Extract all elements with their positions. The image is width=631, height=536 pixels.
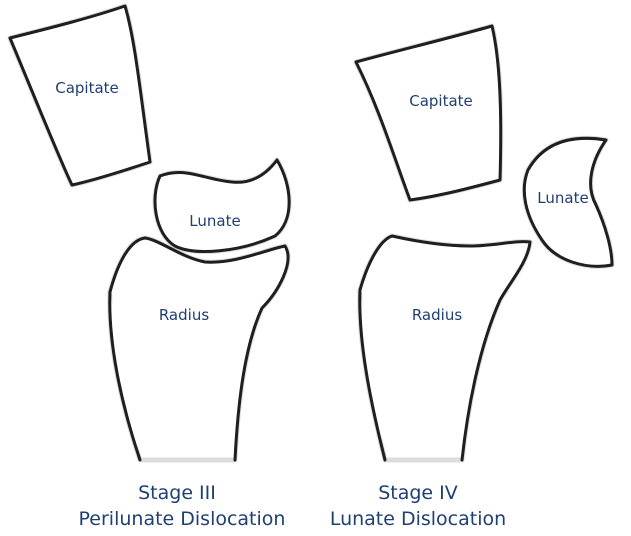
panel-stage-iii: Capitate Lunate Radius Stage III Perilun…: [7, 3, 292, 530]
stage-iii-lunate-label: Lunate: [189, 212, 240, 230]
stage-iii-radius-outline: [108, 236, 290, 462]
stage-iv-lunate-outline: [522, 136, 614, 268]
stage-iv-radius-label: Radius: [412, 306, 462, 324]
panel-stage-iv: Capitate Lunate Radius Stage IV Lunate D…: [330, 23, 615, 530]
stage-iii-radius: Radius: [107, 235, 291, 463]
stage-iv-radius-shaft-left: [358, 288, 387, 462]
stage-iv-radius: Radius: [357, 233, 533, 463]
stage-iv-radius-outline: [358, 234, 532, 462]
stage-iii-caption-subtitle: Perilunate Dislocation: [79, 508, 286, 530]
stage-iii-radius-shaft-left: [108, 290, 142, 462]
stage-iv-lunate-label: Lunate: [537, 189, 588, 207]
stage-iv-capitate-label: Capitate: [409, 92, 473, 110]
stage-iii-lunate: Lunate: [152, 157, 292, 254]
stage-iii-capitate-label: Capitate: [55, 79, 119, 97]
stage-iii-radius-label: Radius: [159, 306, 209, 324]
stage-iv-caption-subtitle: Lunate Dislocation: [330, 508, 506, 530]
stage-iv-capitate-outline: [354, 24, 503, 202]
stage-iv-capitate: Capitate: [353, 23, 504, 203]
stage-iii-caption-title: Stage III: [138, 482, 216, 504]
stage-iv-caption-title: Stage IV: [378, 482, 458, 504]
stage-iii-lunate-outline: [153, 158, 291, 253]
stage-iii-capitate: Capitate: [7, 3, 153, 188]
stage-iv-lunate: Lunate: [521, 135, 615, 269]
stage-iii-capitate-outline: [8, 4, 152, 187]
